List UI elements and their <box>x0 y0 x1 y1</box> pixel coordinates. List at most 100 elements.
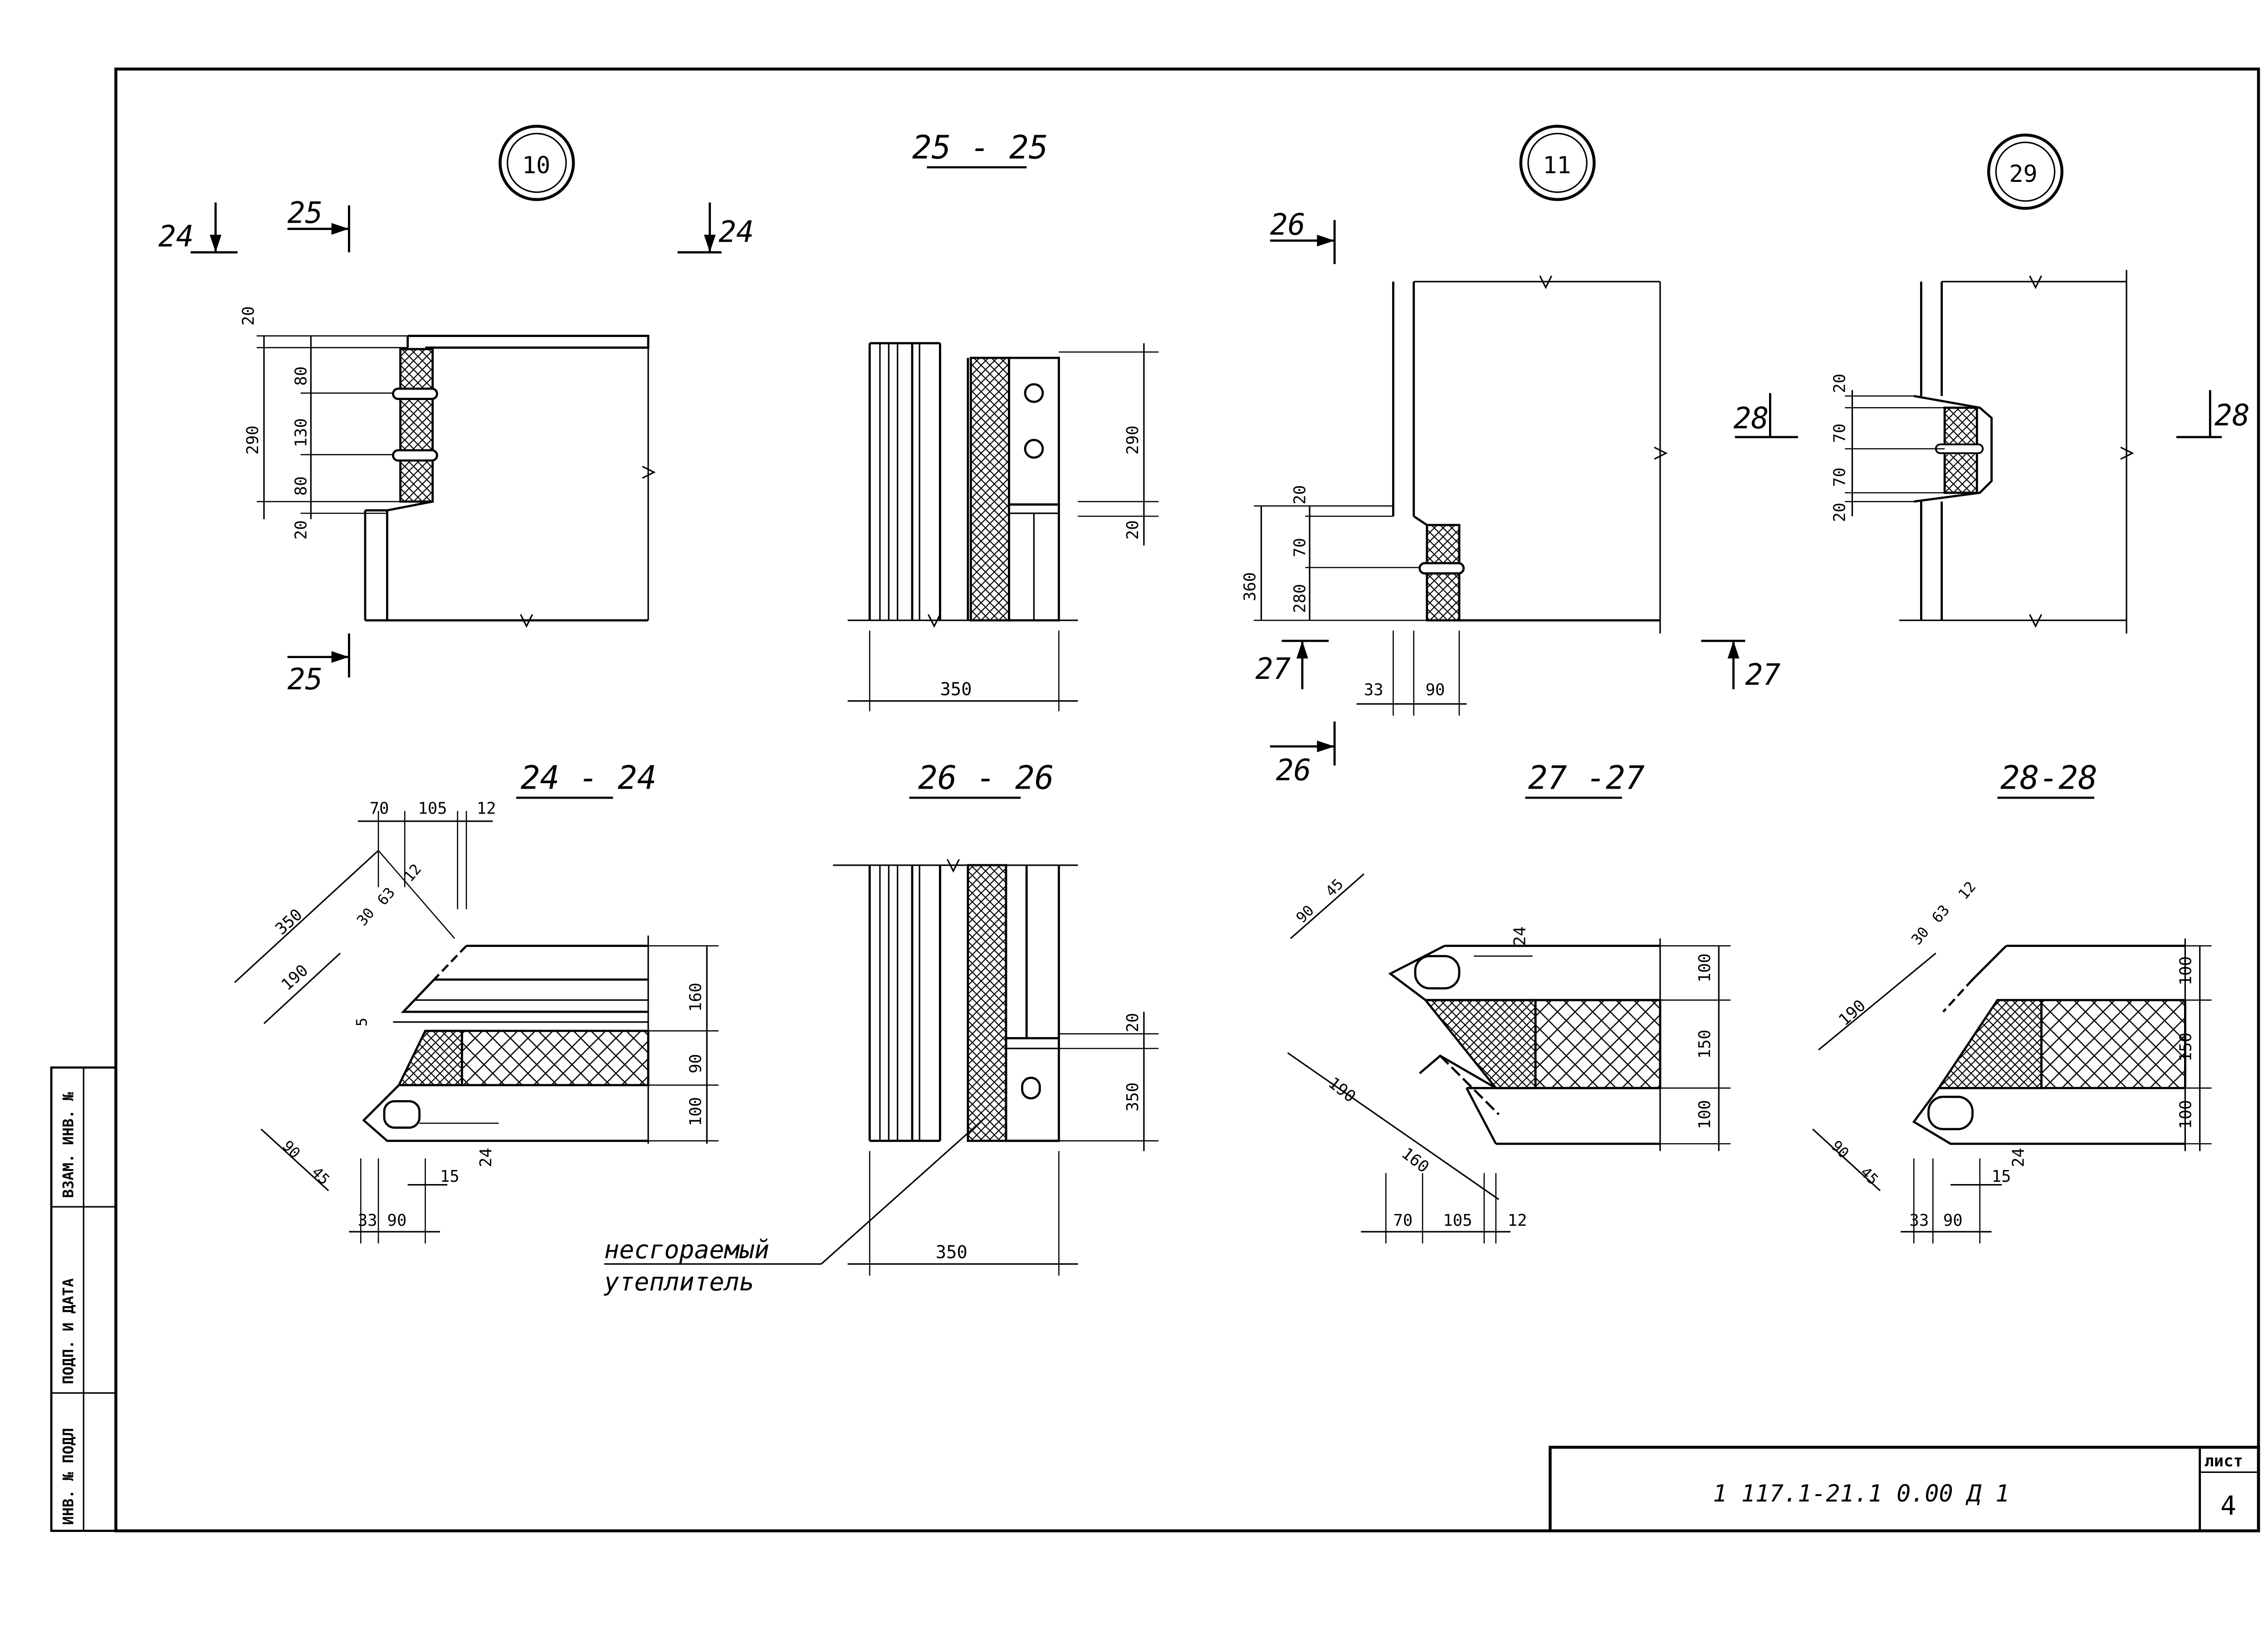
dim-24-70: 70 <box>370 800 389 818</box>
detail-29-number: 29 <box>2009 161 2037 188</box>
dim-28-24: 24 <box>2009 1148 2028 1167</box>
dim-10-80-b: 80 <box>292 476 311 496</box>
dim-24-350: 350 <box>272 905 306 938</box>
dim-28-33: 33 <box>1910 1211 1929 1230</box>
dim-10-20-top: 20 <box>239 306 258 326</box>
dim-24-100: 100 <box>686 1097 705 1126</box>
drawing-frame <box>114 68 2260 1532</box>
dim-25-350: 350 <box>940 679 972 700</box>
dim-24-12-diag: 12 <box>400 861 425 885</box>
dim-27-100-top: 100 <box>1696 953 1714 982</box>
dim-10-20-bottom: 20 <box>292 520 311 540</box>
detail-10-marker <box>499 125 575 201</box>
dim-24-12: 12 <box>477 800 496 818</box>
section-27-title: 27 -27 <box>1528 759 1645 797</box>
detail-29-marker <box>1987 133 2064 210</box>
dim-28-90-bottom: 90 <box>1943 1211 1963 1230</box>
dim-24-90-bottom: 90 <box>387 1211 407 1230</box>
dim-26-20: 20 <box>1124 1013 1142 1033</box>
dim-28-190: 190 <box>1835 996 1869 1029</box>
dim-11-360: 360 <box>1241 572 1260 601</box>
dim-10-80-a: 80 <box>292 366 311 386</box>
detail-10: 10 24 24 25 25 <box>158 125 754 697</box>
dim-27-150: 150 <box>1696 1029 1714 1058</box>
dim-24-24: 24 <box>477 1148 495 1167</box>
leader-label-line1: несгораемый <box>604 1235 769 1264</box>
dim-24-90-diag: 90 <box>279 1137 303 1161</box>
detail-11-number: 11 <box>1543 152 1571 179</box>
dim-24-30: 30 <box>353 905 378 929</box>
cut-28-left: 28 <box>1734 401 1769 435</box>
dim-24-15: 15 <box>440 1167 459 1186</box>
stamp-vzam-inv: ВЗАМ. ИНВ. № <box>60 1092 77 1198</box>
dim-11-33: 33 <box>1364 681 1383 699</box>
sheet-number: 4 <box>2220 1490 2236 1521</box>
side-stamp: ИНВ. № ПОДЛ ПОДП. И ДАТА ВЗАМ. ИНВ. № <box>50 1066 117 1532</box>
dim-29-20-top: 20 <box>1830 374 1849 393</box>
cut-26-bottom: 26 <box>1276 753 1311 787</box>
detail-11: 11 26 26 27 27 20 70 280 <box>1241 125 1780 787</box>
section-24-title: 24 - 24 <box>521 759 657 797</box>
dim-24-90-right: 90 <box>686 1054 705 1073</box>
section-24-24: 24 - 24 70 105 12 160 90 100 350 <box>234 759 719 1243</box>
dim-24-45: 45 <box>308 1164 333 1188</box>
dim-27-12: 12 <box>1508 1211 1527 1230</box>
dim-24-160: 160 <box>686 983 705 1012</box>
leader-label-line2: утеплитель <box>603 1267 754 1296</box>
dim-28-12: 12 <box>1955 878 1979 902</box>
dim-28-150: 150 <box>2176 1033 2195 1062</box>
stamp-podp-data: ПОДП. И ДАТА <box>60 1278 77 1384</box>
cut-27-left: 27 <box>1256 652 1291 686</box>
cut-24-right: 24 <box>719 215 754 249</box>
dim-28-15: 15 <box>1992 1167 2011 1186</box>
section-25-25: 25 - 25 290 20 350 <box>847 128 1159 712</box>
dim-28-30: 30 <box>1908 924 1932 948</box>
dim-24-5: 5 <box>353 1018 370 1026</box>
cut-28-right: 28 <box>2214 399 2250 433</box>
cut-25-top: 25 <box>288 196 323 230</box>
dim-27-24: 24 <box>1510 926 1529 946</box>
dim-27-45: 45 <box>1322 875 1346 900</box>
dim-24-33: 33 <box>358 1211 377 1230</box>
dim-25-290: 290 <box>1124 425 1142 454</box>
dim-27-100-bottom: 100 <box>1696 1100 1714 1129</box>
dim-28-90: 90 <box>1828 1137 1852 1161</box>
document-code: 1 117.1-21.1 0.00 Д 1 <box>1713 1480 2009 1507</box>
dim-29-70-a: 70 <box>1830 424 1849 443</box>
dim-11-20: 20 <box>1290 485 1309 505</box>
dim-27-190: 190 <box>1325 1074 1359 1107</box>
dim-28-100-bottom: 100 <box>2176 1100 2195 1129</box>
cut-24-left: 24 <box>158 219 194 253</box>
dim-24-105: 105 <box>418 800 447 818</box>
dim-28-45: 45 <box>1857 1164 1882 1188</box>
dim-28-100-top: 100 <box>2176 956 2195 985</box>
dim-28-63: 63 <box>1928 902 1953 926</box>
sheet-label: лист <box>2204 1452 2243 1470</box>
dim-24-63: 63 <box>374 884 398 908</box>
cut-26-top: 26 <box>1270 208 1305 242</box>
dim-11-280: 280 <box>1290 584 1309 613</box>
dim-24-190: 190 <box>278 961 312 994</box>
detail-29: 29 28 28 20 70 70 20 <box>1734 133 2250 634</box>
dim-11-90: 90 <box>1426 681 1445 699</box>
dim-11-70: 70 <box>1290 538 1309 557</box>
detail-10-number: 10 <box>522 152 550 179</box>
section-26-26: 26 - 26 20 350 350 несгораемый утеплит <box>603 759 1159 1296</box>
title-block: 1 117.1-21.1 0.00 Д 1 лист 4 <box>1549 1446 2260 1532</box>
cut-27-right: 27 <box>1745 658 1780 692</box>
dim-27-70: 70 <box>1393 1211 1413 1230</box>
dim-10-130: 130 <box>292 418 311 447</box>
section-27-27: 27 -27 100 150 100 90 45 24 190 160 70 <box>1287 759 1731 1243</box>
dim-27-90: 90 <box>1293 902 1317 926</box>
section-28-28: 28-28 100 150 100 190 30 63 12 90 45 15 … <box>1812 759 2212 1243</box>
section-25-title: 25 - 25 <box>912 128 1048 166</box>
dim-29-70-b: 70 <box>1830 468 1849 487</box>
stamp-inv-podl: ИНВ. № ПОДЛ <box>60 1428 77 1525</box>
section-26-title: 26 - 26 <box>918 759 1054 797</box>
dim-27-105: 105 <box>1443 1211 1472 1230</box>
dim-26-350-bottom: 350 <box>936 1242 968 1263</box>
dim-29-20-bottom: 20 <box>1830 502 1849 522</box>
dim-25-20: 20 <box>1124 520 1142 540</box>
section-28-title: 28-28 <box>2000 759 2097 797</box>
